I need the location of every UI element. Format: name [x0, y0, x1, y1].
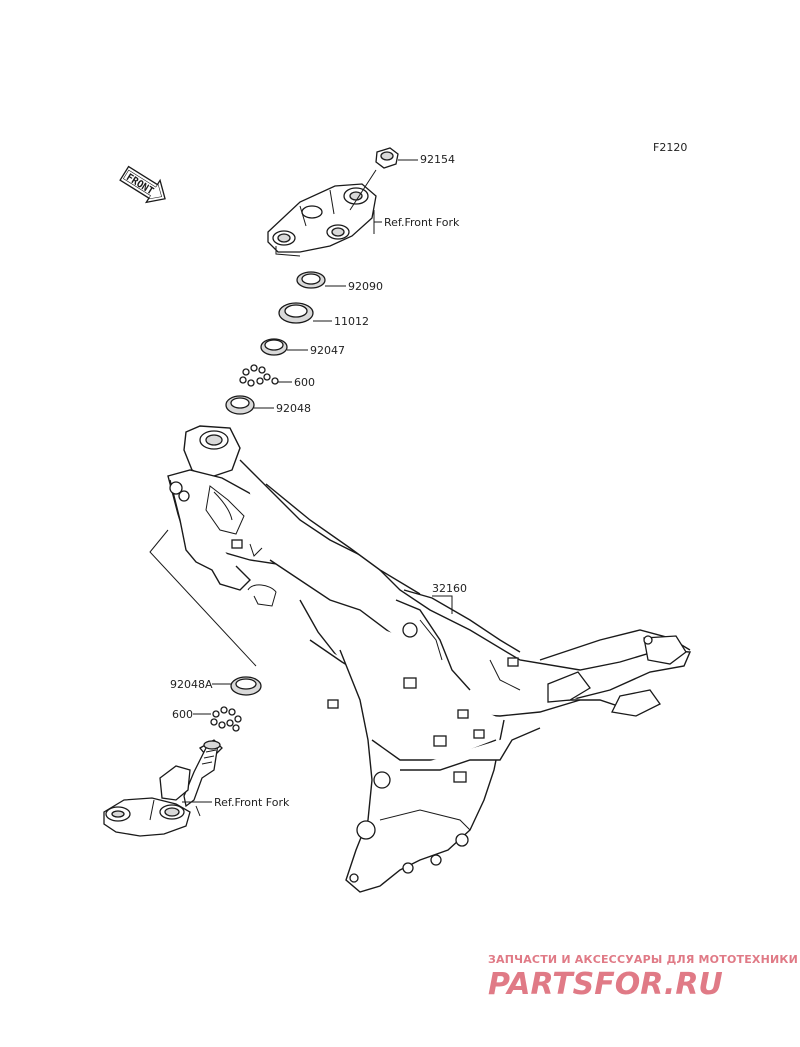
- motorcycle-frame: [167, 425, 692, 893]
- nut-92154: [375, 147, 399, 169]
- diagram-code: F2120: [653, 141, 687, 154]
- part-92090: [296, 271, 326, 289]
- label-32160: 32160: [432, 582, 467, 595]
- label-ref-front-fork-bottom: Ref.Front Fork: [214, 796, 290, 809]
- label-600-top: 600: [294, 376, 315, 389]
- label-92048: 92048: [276, 402, 311, 415]
- watermark: ЗАПЧАСТИ И АКСЕССУАРЫ ДЛЯ МОТОТЕХНИКИ PA…: [488, 953, 798, 1002]
- label-92154: 92154: [420, 153, 455, 166]
- balls-600-top: [239, 364, 279, 387]
- label-11012: 11012: [334, 315, 369, 328]
- part-92048: [225, 395, 255, 415]
- lower-bracket: [103, 739, 223, 837]
- watermark-subtitle: ЗАПЧАСТИ И АКСЕССУАРЫ ДЛЯ МОТОТЕХНИКИ: [488, 953, 798, 966]
- label-ref-front-fork-top: Ref.Front Fork: [384, 216, 460, 229]
- balls-600-bottom: [210, 706, 242, 732]
- part-92048A: [230, 676, 262, 696]
- label-600-bottom: 600: [172, 708, 193, 721]
- part-92047: [260, 338, 288, 356]
- label-92048A: 92048A: [170, 678, 213, 691]
- label-92090: 92090: [348, 280, 383, 293]
- label-92047: 92047: [310, 344, 345, 357]
- upper-bracket: [267, 183, 377, 257]
- part-11012: [278, 302, 314, 324]
- front-arrow-icon: FRONT: [119, 165, 166, 204]
- watermark-brand: PARTSFOR.RU: [488, 967, 723, 1002]
